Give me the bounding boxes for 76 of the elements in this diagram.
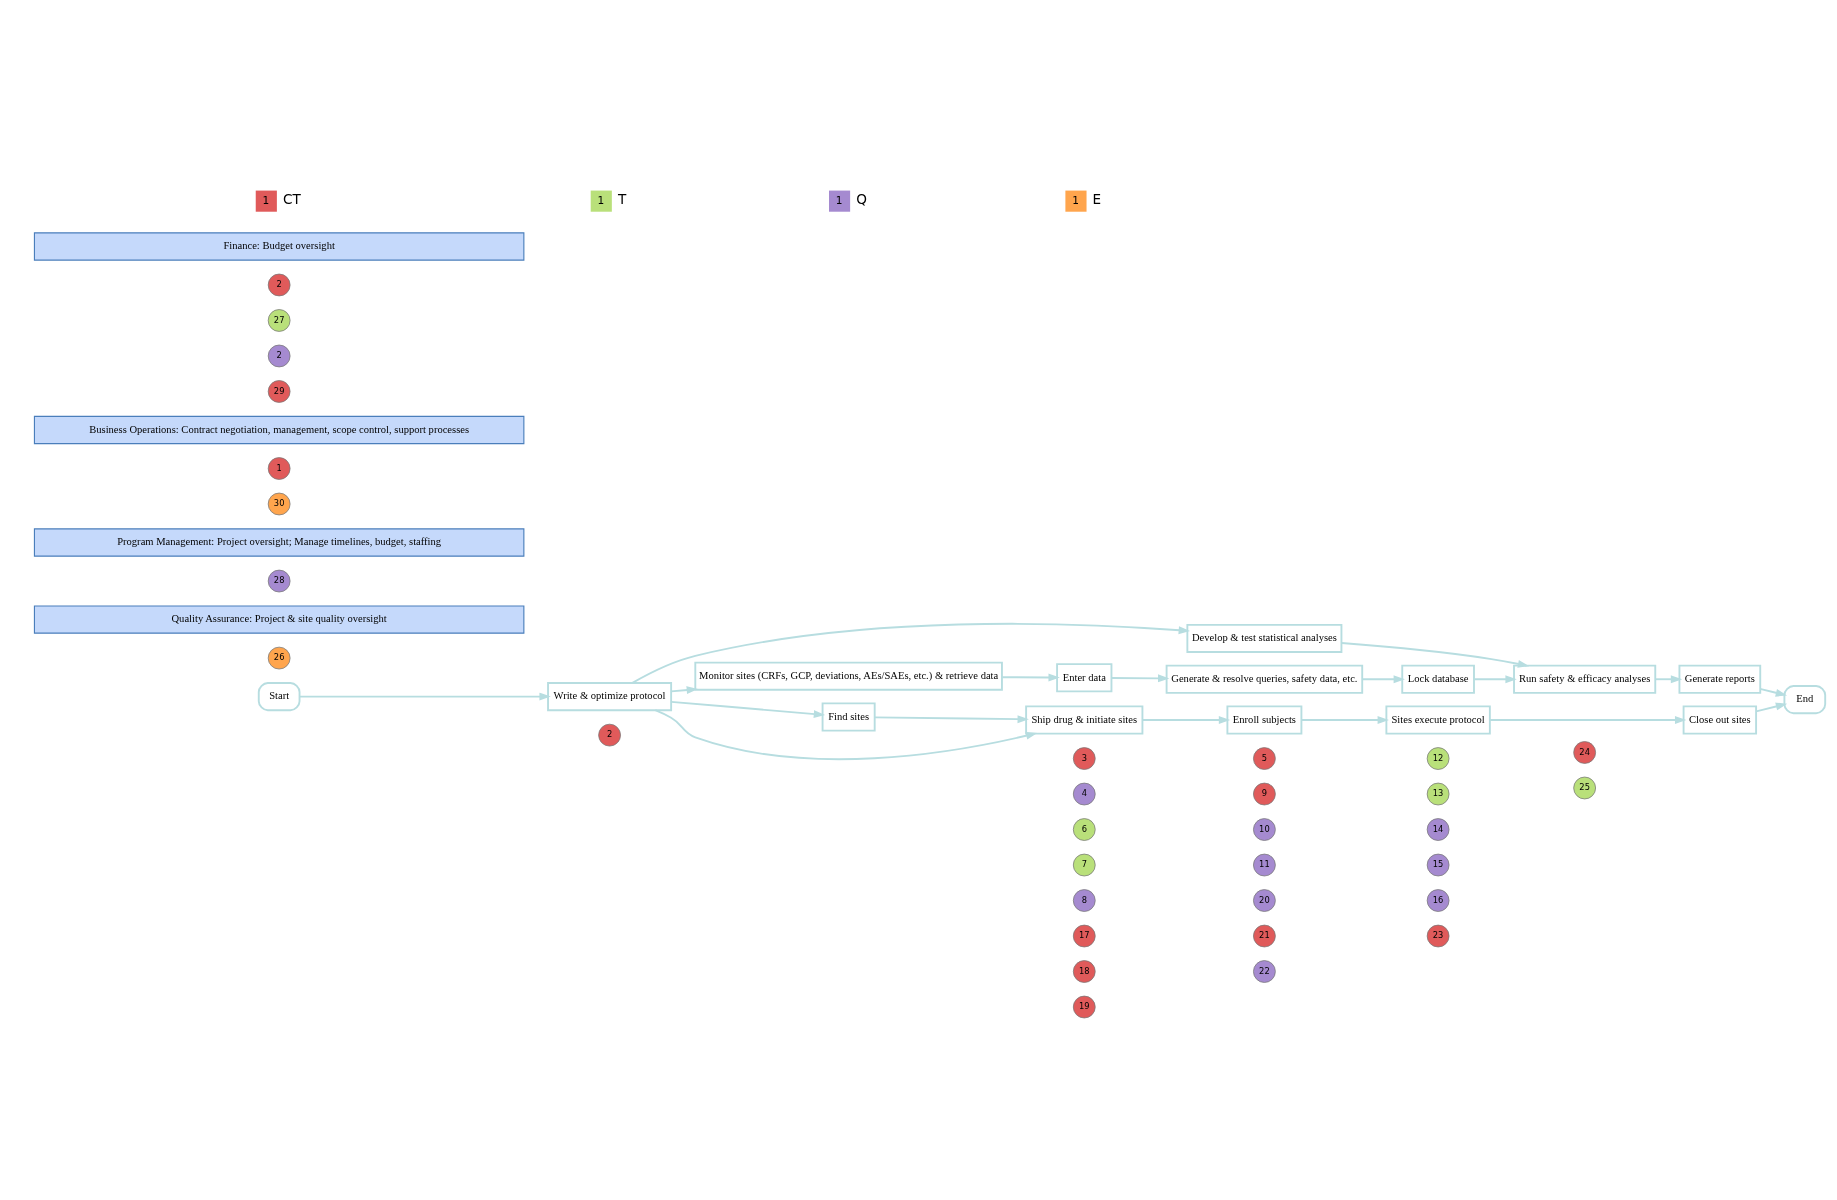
node-box: Ship drug & initiate sites xyxy=(1025,705,1144,735)
arrow xyxy=(873,714,1029,723)
node-box: Run safety & efficacy analyses xyxy=(1513,664,1657,694)
node-box: Lock database xyxy=(1401,664,1475,694)
node-box: Business Operations: Contract negotiation, management, scope control, support processes xyxy=(33,415,525,444)
arrow xyxy=(1141,715,1231,724)
node-circle: 24 xyxy=(1573,740,1596,764)
node-circle: 15 xyxy=(1426,853,1450,876)
node-box: Enter data xyxy=(1056,662,1113,692)
node-circle: 1 xyxy=(267,456,291,480)
node-circle: 5 xyxy=(1253,746,1276,770)
label: 1 xyxy=(1072,193,1079,206)
legend-label: E xyxy=(1092,190,1102,207)
node-circle: 11 xyxy=(1253,853,1276,876)
node-circle: 6 xyxy=(1072,817,1096,841)
node-circle: 16 xyxy=(1426,888,1450,912)
node-box: Monitor sites (CRFs, GCP, deviations, AEs/SAEs, etc.) & retrieve data xyxy=(694,661,1003,691)
arrow xyxy=(1473,674,1517,683)
node-circle: 25 xyxy=(1573,776,1596,799)
node-box: Close out sites xyxy=(1682,705,1758,735)
node-circle: 8 xyxy=(1072,888,1096,912)
node-box: Write & optimize protocol xyxy=(547,681,673,711)
arrow xyxy=(1001,673,1060,681)
node-circle: 17 xyxy=(1072,924,1096,947)
node-circle: 2 xyxy=(267,344,291,367)
node-circle: 3 xyxy=(1072,746,1096,770)
arrow xyxy=(1654,674,1683,683)
arrow xyxy=(1755,702,1788,712)
node-circle: 21 xyxy=(1253,924,1276,947)
node-circle: 10 xyxy=(1253,817,1276,841)
node-box: Enroll subjects xyxy=(1226,705,1303,735)
node-box: Program Management: Project oversight; Manage timelines, budget, staffing xyxy=(33,527,525,557)
label: 1 xyxy=(597,193,605,206)
arrow xyxy=(654,708,1038,760)
legend-label: CT xyxy=(282,190,301,207)
node-circle: 9 xyxy=(1253,782,1276,805)
arrow xyxy=(1489,715,1687,724)
node-box: End xyxy=(1783,684,1827,714)
node-circle: 18 xyxy=(1072,959,1096,983)
node-box: Generate & resolve queries, safety data, etc. xyxy=(1165,664,1364,694)
arrow xyxy=(1759,687,1788,697)
node-circle: 20 xyxy=(1253,888,1276,912)
arrow xyxy=(1300,715,1389,724)
node-circle: 7 xyxy=(1072,853,1096,876)
node-box: Sites execute protocol xyxy=(1385,705,1491,735)
node-circle: 19 xyxy=(1072,995,1096,1018)
node-circle: 2 xyxy=(598,723,621,746)
node-circle: 26 xyxy=(267,646,291,669)
legend-label: Q xyxy=(856,190,867,207)
arrow xyxy=(1110,673,1170,682)
label: 1 xyxy=(835,193,843,206)
label: 1 xyxy=(262,193,270,206)
arrow xyxy=(1340,641,1530,668)
node-box: Finance: Budget oversight xyxy=(33,231,525,261)
node-circle: 22 xyxy=(1253,959,1276,983)
arrow xyxy=(670,700,826,718)
node-circle: 27 xyxy=(267,308,291,332)
arrow xyxy=(670,685,698,694)
node-circle: 28 xyxy=(267,569,291,592)
node-circle: 14 xyxy=(1426,817,1450,841)
node-box: Start xyxy=(257,681,301,711)
node-box: Find sites xyxy=(821,701,876,732)
node-circle: 4 xyxy=(1072,782,1096,805)
node-circle: 12 xyxy=(1426,746,1450,770)
node-circle: 23 xyxy=(1426,924,1450,947)
node-circle: 13 xyxy=(1426,782,1450,805)
node-box: Quality Assurance: Project & site quality oversight xyxy=(33,604,525,634)
node-box: Generate reports xyxy=(1678,664,1762,694)
arrow xyxy=(1361,674,1405,683)
legend-label: T xyxy=(617,190,627,207)
node-circle: 2 xyxy=(267,273,291,296)
arrow xyxy=(298,692,551,701)
node-circle: 29 xyxy=(267,379,291,403)
arrow xyxy=(631,622,1190,684)
node-box: Develop & test statistical analyses xyxy=(1186,623,1343,653)
node-circle: 30 xyxy=(267,492,291,515)
